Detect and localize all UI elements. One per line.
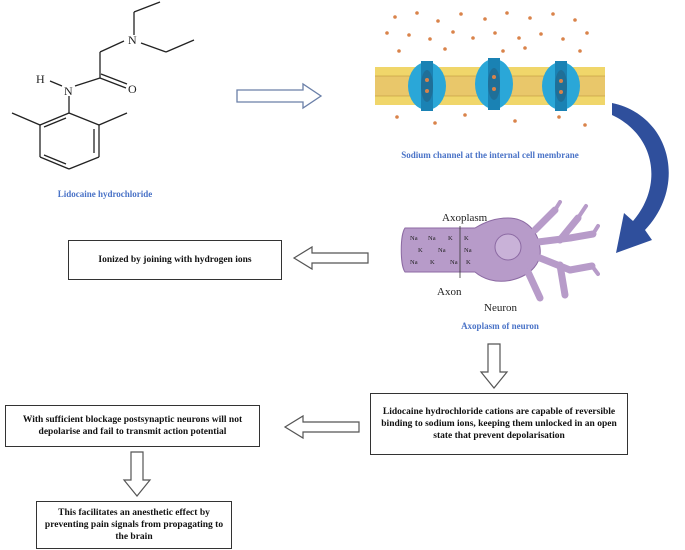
membrane-illustration [375, 11, 605, 127]
step-ionized-box: Ionized by joining with hydrogen ions [68, 240, 282, 280]
ion-na: Na [438, 247, 446, 254]
ion-k: K [466, 259, 471, 266]
ion-k: K [418, 247, 423, 254]
curved-arrow-icon [612, 103, 669, 253]
ion-na: Na [428, 235, 436, 242]
axon-label: Axon [437, 286, 462, 298]
left-arrow-icon [292, 245, 369, 271]
membrane-caption: Sodium channel at the internal cell memb… [401, 150, 579, 160]
down-arrow-icon [479, 343, 509, 389]
atom-o: O [128, 82, 137, 96]
atom-n-amine: N [128, 33, 137, 47]
ion-na: Na [410, 259, 418, 266]
step-cations-box: Lidocaine hydrochloride cations are capa… [370, 393, 628, 455]
right-arrow-icon [236, 82, 323, 110]
atom-n-amide: N [64, 84, 73, 98]
down-arrow-icon [122, 451, 152, 497]
neuron-illustration: Na Na K K K Na Na Na K Na K [400, 200, 600, 302]
ion-k: K [430, 259, 435, 266]
neuron-label: Neuron [484, 302, 517, 314]
ion-na: Na [450, 259, 458, 266]
lidocaine-caption: Lidocaine hydrochloride [57, 189, 153, 199]
ion-na: Na [410, 235, 418, 242]
left-arrow-icon [283, 414, 360, 440]
axoplasm-label: Axoplasm [442, 212, 488, 224]
step-anesthetic-box: This facilitates an anesthetic effect by… [36, 501, 232, 549]
atom-h: H [36, 72, 45, 86]
ion-na: Na [464, 247, 472, 254]
ion-k: K [464, 235, 469, 242]
ion-k: K [448, 235, 453, 242]
lidocaine-structure: H N O N [11, 1, 195, 170]
step-blockage-box: With sufficient blockage postsynaptic ne… [5, 405, 260, 447]
neuron-caption: Axoplasm of neuron [461, 321, 539, 331]
